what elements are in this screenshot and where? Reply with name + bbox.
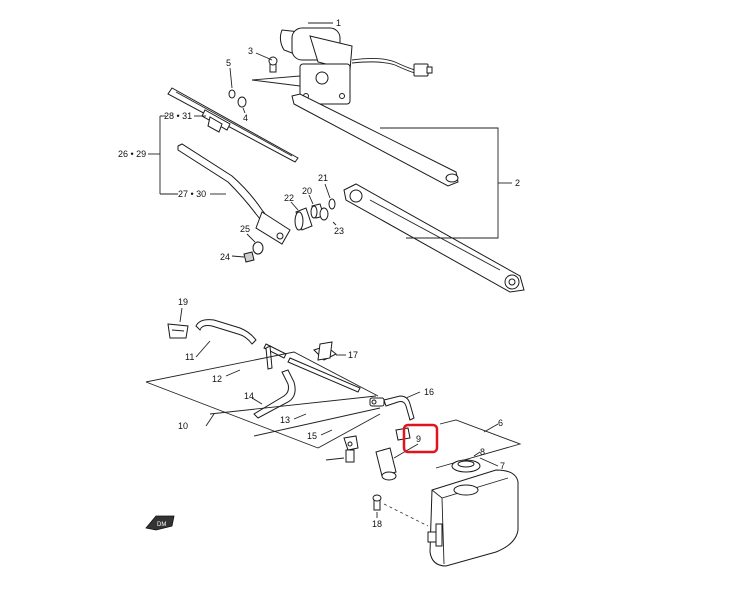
pivot-nut <box>243 251 255 263</box>
callout-26-29: 26 • 29 <box>118 149 146 159</box>
badge-label: DM <box>157 522 166 528</box>
hose-clip <box>313 341 337 361</box>
pivot-washer <box>252 241 264 255</box>
callout-7: 7 <box>500 461 505 471</box>
washer-hose-short <box>383 395 415 421</box>
front-direction-badge: DM <box>145 515 175 531</box>
callout-9: 9 <box>416 434 421 444</box>
callout-20: 20 <box>302 186 312 196</box>
washer <box>228 89 236 99</box>
highlight-box <box>402 423 439 454</box>
callout-12: 12 <box>212 374 222 384</box>
callout-25: 25 <box>240 224 250 234</box>
callout-8: 8 <box>480 447 485 457</box>
callout-13: 13 <box>280 415 290 425</box>
washer-hose-long <box>287 357 361 393</box>
callout-19: 19 <box>178 297 188 307</box>
pivot-bushing <box>294 207 313 231</box>
callout-6: 6 <box>498 418 503 428</box>
callout-18: 18 <box>372 519 382 529</box>
hose-bracket <box>343 435 359 463</box>
callout-28-31: 28 • 31 <box>164 111 192 121</box>
callout-22: 22 <box>284 193 294 203</box>
washer-hose-upper <box>195 319 257 345</box>
callout-27-30: 27 • 30 <box>178 189 206 199</box>
callout-1: 1 <box>336 18 341 28</box>
tank-bolt <box>372 494 382 511</box>
callout-16: 16 <box>424 387 434 397</box>
pivot-seal <box>319 207 329 221</box>
hose-connector <box>369 397 385 407</box>
tank-cap <box>451 459 481 473</box>
callout-24: 24 <box>220 252 230 262</box>
wiper-blade <box>167 87 299 163</box>
callout-15: 15 <box>307 431 317 441</box>
pivot-washer-small <box>328 198 336 210</box>
callout-10: 10 <box>178 421 188 431</box>
hose-t-joint <box>263 343 287 370</box>
wiper-arm <box>177 143 291 245</box>
wiper-motor <box>279 27 433 105</box>
grommet <box>167 323 189 339</box>
callout-17: 17 <box>348 350 358 360</box>
washer-tank <box>427 469 519 567</box>
callout-23: 23 <box>334 226 344 236</box>
washer-hose-bent <box>253 369 296 419</box>
callout-5: 5 <box>226 58 231 68</box>
callout-2: 2 <box>515 178 520 188</box>
nut <box>237 96 247 108</box>
callout-3: 3 <box>248 46 253 56</box>
callout-14: 14 <box>244 391 254 401</box>
callout-21: 21 <box>318 173 328 183</box>
callout-11: 11 <box>185 352 194 362</box>
bolt <box>268 56 278 73</box>
wiper-linkage <box>291 93 525 293</box>
callout-4: 4 <box>243 113 248 123</box>
